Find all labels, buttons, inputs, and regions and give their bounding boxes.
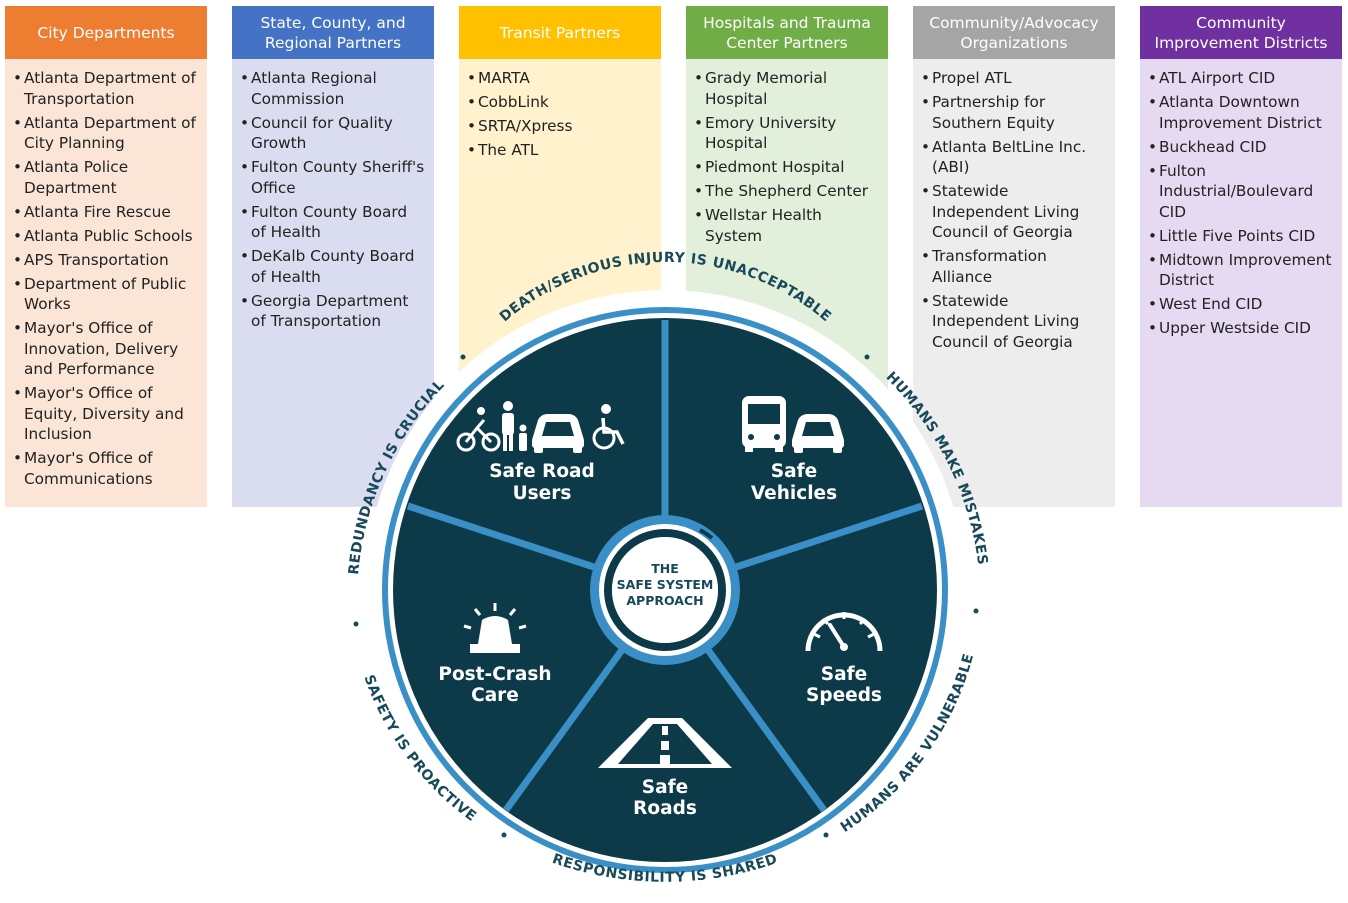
list-item: Wellstar Health System <box>694 205 880 246</box>
list-item: Atlanta Downtown Improvement District <box>1148 92 1334 133</box>
list-item: The Shepherd Center <box>694 181 880 202</box>
pedestrian-icon <box>502 401 527 451</box>
hub-inner-ring <box>604 529 726 651</box>
column-heading: State, County, and Regional Partners <box>232 6 434 59</box>
wheel-outer-ring <box>382 307 948 873</box>
list-item: Grady Memorial Hospital <box>694 68 880 109</box>
column-community-advocacy: Community/Advocacy Organizations Propel … <box>913 6 1115 507</box>
list-item: Little Five Points CID <box>1148 226 1334 247</box>
list-item: Emory University Hospital <box>694 113 880 154</box>
list-item: The ATL <box>467 140 653 161</box>
list-item: Propel ATL <box>921 68 1107 89</box>
list-item: APS Transportation <box>13 250 199 271</box>
segment-dividers <box>406 320 924 813</box>
road-users-icon <box>456 401 625 453</box>
center-title-line-3: APPROACH <box>626 593 703 608</box>
list-item: MARTA <box>467 68 653 89</box>
column-heading: Transit Partners <box>459 6 661 59</box>
siren-icon <box>463 603 527 653</box>
list-item: Upper Westside CID <box>1148 318 1334 339</box>
list-item: SRTA/Xpress <box>467 116 653 137</box>
column-heading: Community/Advocacy Organizations <box>913 6 1115 59</box>
column-improvement-districts: Community Improvement Districts ATL Airp… <box>1140 6 1342 507</box>
center-title-line-2: SAFE SYSTEM <box>617 577 714 592</box>
list-item: Atlanta BeltLine Inc. (ABI) <box>921 137 1107 178</box>
segment-roads-line-2: Roads <box>633 798 697 819</box>
separator-dot <box>864 354 870 360</box>
center-title-line-1: THE <box>651 561 679 576</box>
list-item: ATL Airport CID <box>1148 68 1334 89</box>
divider-left <box>406 502 605 574</box>
list-item: DeKalb County Board of Health <box>240 246 426 287</box>
list-item: Partnership for Southern Equity <box>921 92 1107 133</box>
column-list: Atlanta Regional Commission Council for … <box>240 68 426 332</box>
column-body: Propel ATL Partnership for Southern Equi… <box>913 59 1115 507</box>
segment-users-line-1: Safe Road <box>489 461 595 482</box>
list-item: Fulton County Board of Health <box>240 202 426 243</box>
column-city-departments: City Departments Atlanta Department of T… <box>5 6 207 507</box>
column-heading: Community Improvement Districts <box>1140 6 1342 59</box>
segment-postcrash-line-2: Care <box>471 685 519 706</box>
road-icon <box>598 718 732 768</box>
list-item: Fulton Industrial/Boulevard CID <box>1148 161 1334 223</box>
list-item: Atlanta Fire Rescue <box>13 202 199 223</box>
list-item: Georgia Department of Transportation <box>240 291 426 332</box>
list-item: Fulton County Sheriff's Office <box>240 157 426 198</box>
separator-dot <box>460 354 466 360</box>
list-item: Statewide Independent Living Council of … <box>921 181 1107 243</box>
segment-roads-line-1: Safe <box>642 777 688 798</box>
column-heading: Hospitals and Trauma Center Partners <box>686 6 888 59</box>
column-list: Atlanta Department of Transportation Atl… <box>13 68 199 489</box>
column-body: Atlanta Department of Transportation Atl… <box>5 59 207 507</box>
list-item: Department of Public Works <box>13 274 199 315</box>
list-item: Statewide Independent Living Council of … <box>921 291 1107 353</box>
cyclist-icon <box>456 407 501 452</box>
column-body: ATL Airport CID Atlanta Downtown Improve… <box>1140 59 1342 507</box>
list-item: Transformation Alliance <box>921 246 1107 287</box>
divider-right <box>725 502 924 574</box>
list-item: West End CID <box>1148 294 1334 315</box>
list-item: Mayor's Office of Communications <box>13 448 199 489</box>
list-item: Mayor's Office of Innovation, Delivery a… <box>13 318 199 380</box>
column-list: ATL Airport CID Atlanta Downtown Improve… <box>1148 68 1334 339</box>
bus-icon <box>742 396 786 452</box>
list-item: CobbLink <box>467 92 653 113</box>
list-item: Atlanta Police Department <box>13 157 199 198</box>
column-list: Propel ATL Partnership for Southern Equi… <box>921 68 1107 352</box>
list-item: Midtown Improvement District <box>1148 250 1334 291</box>
column-body: Atlanta Regional Commission Council for … <box>232 59 434 507</box>
list-item: Council for Quality Growth <box>240 113 426 154</box>
segment-vehicles-line-2: Vehicles <box>751 483 837 504</box>
column-state-county-regional: State, County, and Regional Partners Atl… <box>232 6 434 507</box>
list-item: Piedmont Hospital <box>694 157 880 178</box>
hub-ring-gap <box>699 528 714 540</box>
wheelchair-icon <box>592 404 625 450</box>
separator-dot <box>353 621 359 627</box>
segment-postcrash-line-1: Post-Crash <box>438 664 551 685</box>
column-heading: City Departments <box>5 6 207 59</box>
divider-lower-left <box>503 640 630 813</box>
segment-users-line-2: Users <box>513 483 572 504</box>
list-item: Atlanta Department of City Planning <box>13 113 199 154</box>
segment-speeds-line-2: Speeds <box>806 685 882 706</box>
segment-vehicles-line-1: Safe <box>771 461 817 482</box>
list-item: Atlanta Department of Transportation <box>13 68 199 109</box>
hub-core <box>612 537 718 643</box>
list-item: Buckhead CID <box>1148 137 1334 158</box>
separator-dot <box>973 608 979 614</box>
principle-separator-dots <box>353 354 979 838</box>
segment-speeds-line-1: Safe <box>821 664 867 685</box>
speedometer-icon <box>805 612 883 652</box>
vehicles-icon <box>742 396 844 453</box>
separator-dot <box>823 832 829 838</box>
column-list: Grady Memorial Hospital Emory University… <box>694 68 880 246</box>
divider-lower-right <box>700 640 827 813</box>
separator-dot <box>501 832 507 838</box>
column-list: MARTA CobbLink SRTA/Xpress The ATL <box>467 68 653 161</box>
car-icon <box>792 414 844 453</box>
list-item: Atlanta Regional Commission <box>240 68 426 109</box>
list-item: Mayor's Office of Equity, Diversity and … <box>13 383 199 445</box>
list-item: Atlanta Public Schools <box>13 226 199 247</box>
